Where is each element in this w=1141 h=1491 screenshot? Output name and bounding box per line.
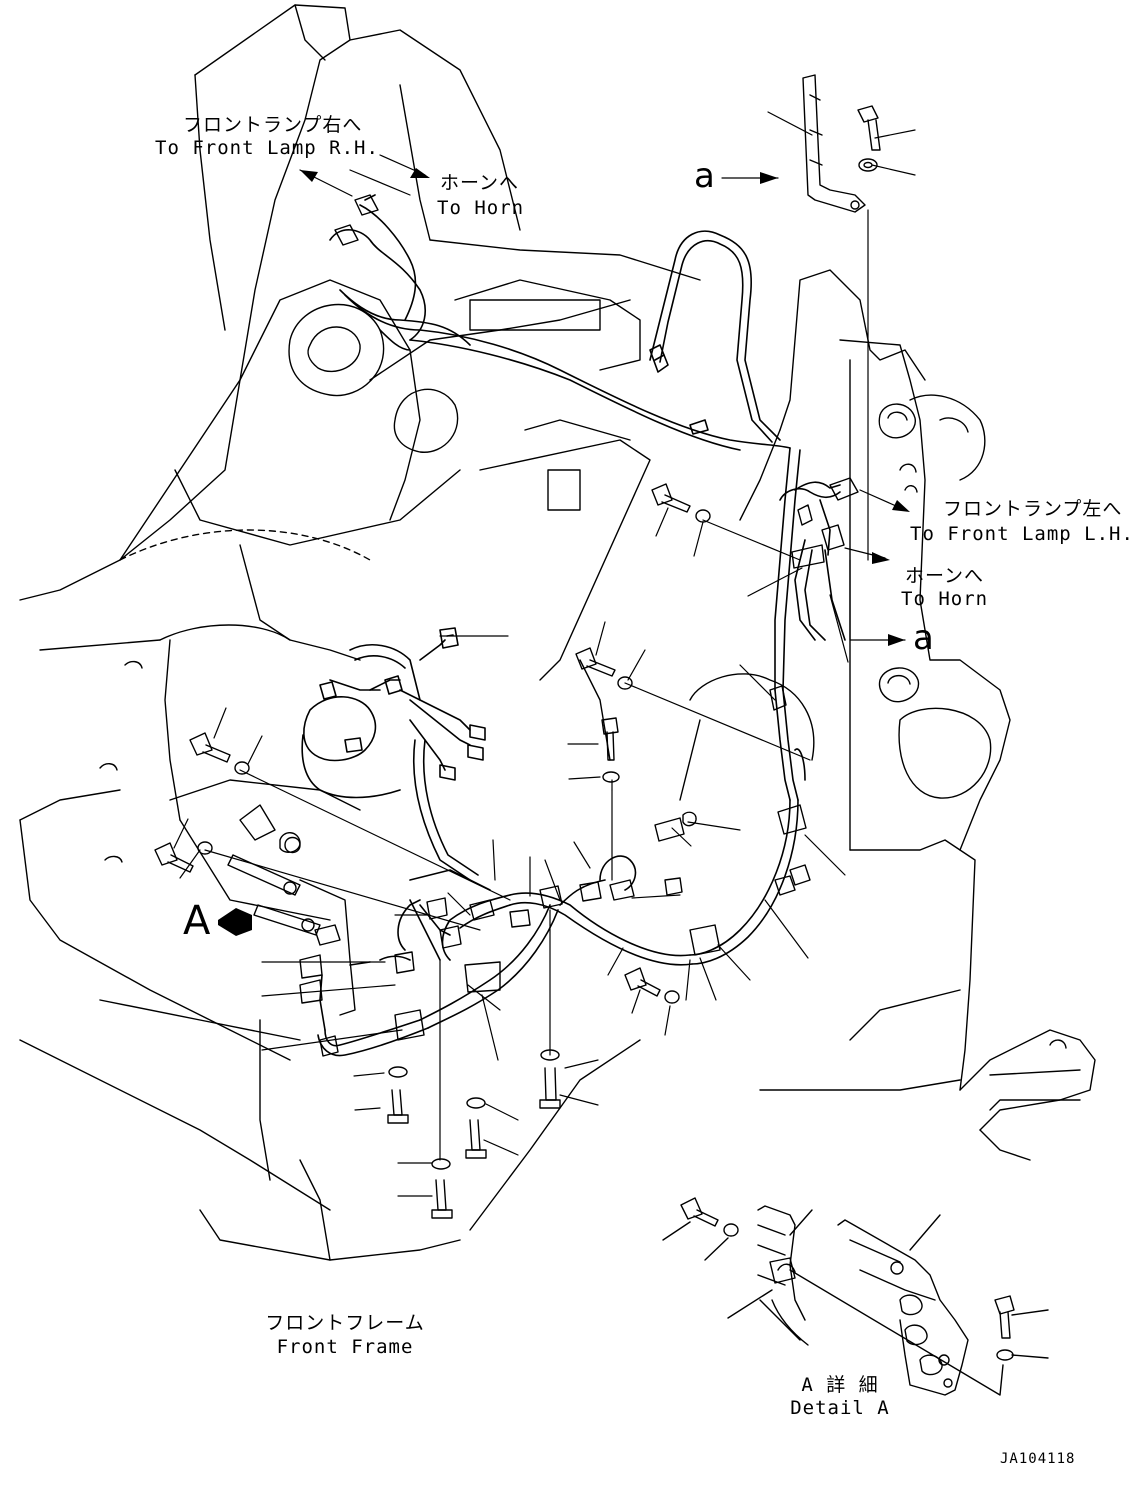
label-front-lamp-rh-en: To Front Lamp R.H. — [155, 137, 379, 159]
label-horn-right-jp: ホーンへ — [905, 565, 985, 587]
arrowheads — [218, 168, 910, 936]
drawing-code: JA104118 — [1000, 1451, 1076, 1467]
label-front-lamp-lh-en: To Front Lamp L.H. — [910, 523, 1134, 545]
label-ref-a-top: a — [694, 156, 715, 196]
label-horn-top-en: To Horn — [437, 197, 525, 219]
label-ref-a-right: a — [913, 618, 934, 658]
detail-a-inset — [662, 1197, 1049, 1396]
main-harness — [301, 194, 846, 1057]
label-detail-a-en: Detail A — [790, 1397, 890, 1419]
label-detail-a-marker: A — [183, 898, 211, 944]
front-frame-outline — [19, 4, 1096, 1261]
label-horn-top-jp: ホーンへ — [440, 172, 520, 194]
bolts-and-washers — [154, 74, 881, 1219]
label-front-frame-en: Front Frame — [276, 1336, 414, 1358]
label-front-frame-jp: フロントフレーム — [265, 1312, 425, 1334]
leader-lines — [173, 111, 916, 1197]
label-horn-right-en: To Horn — [901, 588, 989, 610]
clips-and-connectors — [299, 194, 859, 1057]
label-detail-a-jp: A 詳 細 — [801, 1374, 879, 1396]
label-front-lamp-rh-jp: フロントランプ右へ — [183, 114, 363, 136]
label-front-lamp-lh-jp: フロントランプ左へ — [943, 498, 1123, 520]
